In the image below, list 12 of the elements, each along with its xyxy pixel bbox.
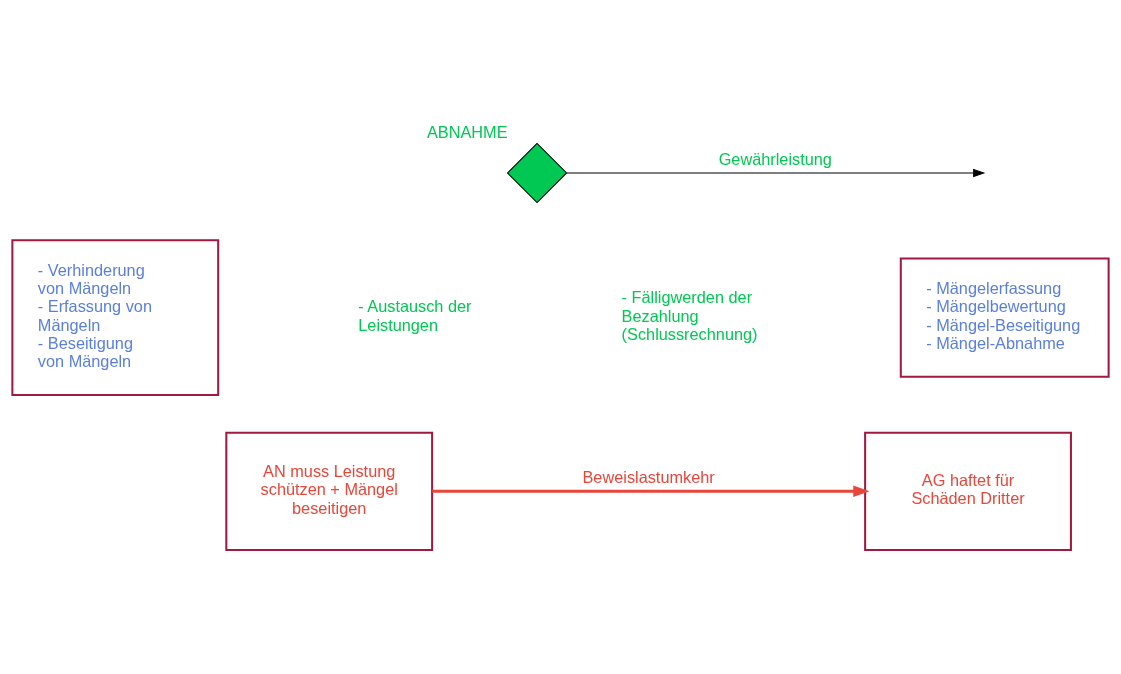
node-box: - Verhinderung von Mängeln - Erfassung von Mängeln - Beseitigung von Mängeln: [11, 238, 220, 396]
edge-label: Gewährleistung: [718, 149, 832, 168]
node-box: AN muss Leistung schützen + Mängel beseitigen: [225, 431, 434, 551]
node-diamond: [506, 142, 568, 203]
arrow: [566, 168, 986, 177]
label: - Fälligwerden der Bezahlung (Schlussrechnung): [621, 287, 758, 343]
arrow: [432, 485, 870, 497]
node-box: AG haftet für Schäden Dritter: [864, 431, 1072, 551]
label: - Austausch der Leistungen: [358, 296, 472, 334]
node-box: - Mängelerfassung - Mängelbewertung - Mängel-Beseitigung - Mängel-Abnahme: [899, 257, 1110, 378]
edge-label: Beweislastumkehr: [582, 467, 715, 486]
node-label: ABNAHME: [426, 122, 508, 141]
